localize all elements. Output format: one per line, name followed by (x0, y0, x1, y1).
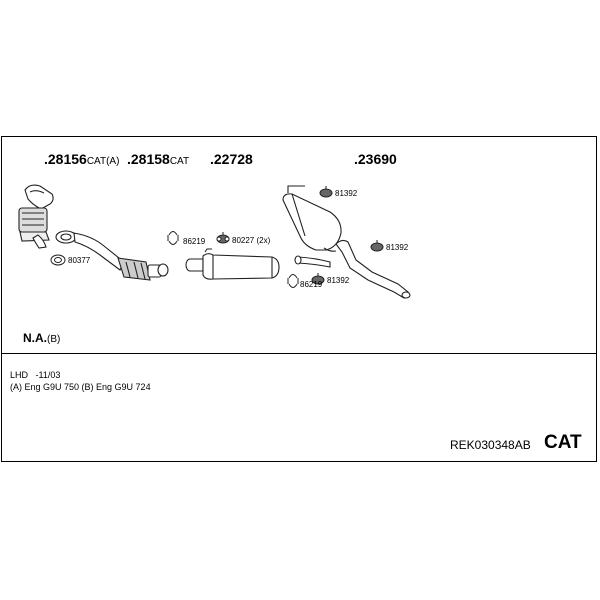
rubber-mount-icon[interactable] (216, 232, 230, 244)
middle-silencer-icon[interactable] (185, 248, 280, 280)
callout-86219-right: 86219 (300, 280, 323, 289)
callout-81392-right: 81392 (386, 243, 409, 252)
clamp-icon[interactable] (287, 274, 299, 288)
rubber-mount-icon[interactable] (319, 186, 333, 198)
rubber-mount-icon[interactable] (370, 240, 384, 252)
variant-label: N.A.(B) (23, 331, 61, 345)
rubber-mount-icon[interactable] (311, 273, 325, 285)
part-number-28156[interactable]: .28156CAT(A) (44, 151, 120, 167)
callout-80377: 80377 (68, 256, 91, 265)
part-number-28158[interactable]: .28158CAT (127, 151, 190, 167)
kit-code: REK030348AB (450, 438, 531, 452)
gasket-icon[interactable] (50, 254, 66, 266)
callout-81392-top: 81392 (335, 189, 358, 198)
cat-badge: CAT (544, 432, 582, 453)
section-divider (1, 353, 597, 354)
front-pipe-catalyst-icon[interactable] (55, 230, 169, 281)
part-number-22728[interactable]: .22728 (210, 151, 253, 167)
info-line-2: (A) Eng G9U 750 (B) Eng G9U 724 (10, 382, 151, 392)
callout-81392-bottom: 81392 (327, 276, 350, 285)
rear-silencer-icon[interactable] (282, 185, 411, 299)
exhaust-manifold-catalyst-icon[interactable] (18, 184, 54, 249)
clamp-icon[interactable] (167, 231, 179, 245)
diagram-frame (1, 136, 597, 462)
info-line-1: LHD -11/03 (10, 370, 61, 380)
callout-80227: 80227 (2x) (232, 236, 271, 245)
callout-86219-left: 86219 (183, 237, 206, 246)
part-number-23690[interactable]: .23690 (354, 151, 397, 167)
